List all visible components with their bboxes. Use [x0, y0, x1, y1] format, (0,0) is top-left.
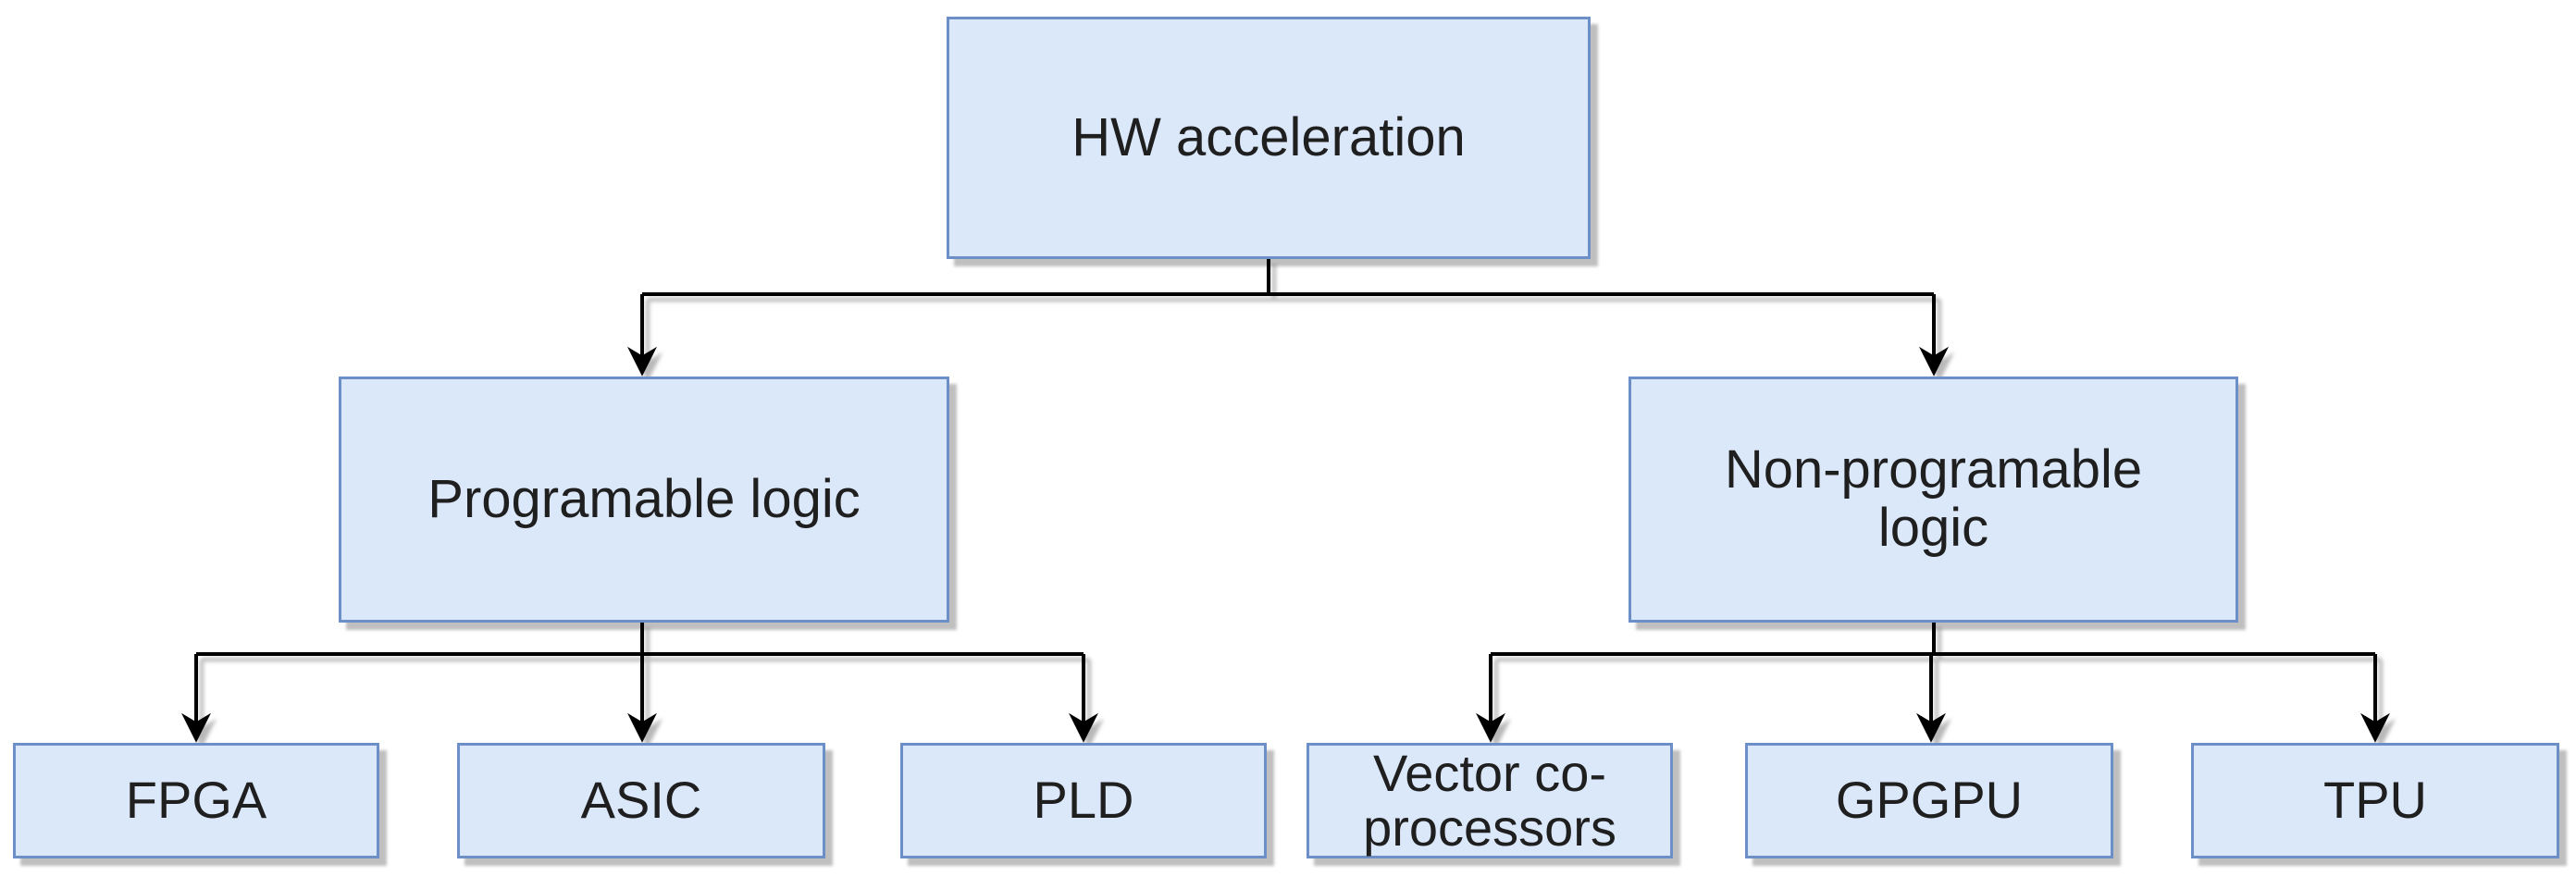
node-fpga: FPGA: [13, 743, 379, 858]
node-tpu-label: TPU: [2323, 771, 2427, 830]
node-asic-label: ASIC: [580, 771, 702, 830]
node-gpgpu-label: GPGPU: [1835, 771, 2024, 830]
node-tpu: TPU: [2191, 743, 2559, 858]
node-vector-coprocessors: Vector co- processors: [1307, 743, 1673, 858]
connector-non-programmable-rail: [1491, 623, 2375, 656]
node-gpgpu: GPGPU: [1745, 743, 2113, 858]
node-non-programmable-logic: Non-programable logic: [1629, 377, 2238, 623]
node-programmable-logic-label: Programable logic: [427, 468, 861, 529]
node-asic: ASIC: [457, 743, 825, 858]
node-vector-coprocessors-label: Vector co- processors: [1363, 744, 1616, 857]
connector-root-rail: [642, 259, 1934, 296]
node-hw-acceleration: HW acceleration: [947, 17, 1591, 259]
node-non-programmable-logic-label: Non-programable logic: [1724, 439, 2143, 558]
connector-programmable-rail: [196, 623, 1084, 656]
node-programmable-logic: Programable logic: [339, 377, 949, 623]
node-fpga-label: FPGA: [125, 771, 267, 830]
node-hw-acceleration-label: HW acceleration: [1071, 106, 1466, 167]
node-pld-label: PLD: [1033, 771, 1134, 830]
node-pld: PLD: [900, 743, 1267, 858]
